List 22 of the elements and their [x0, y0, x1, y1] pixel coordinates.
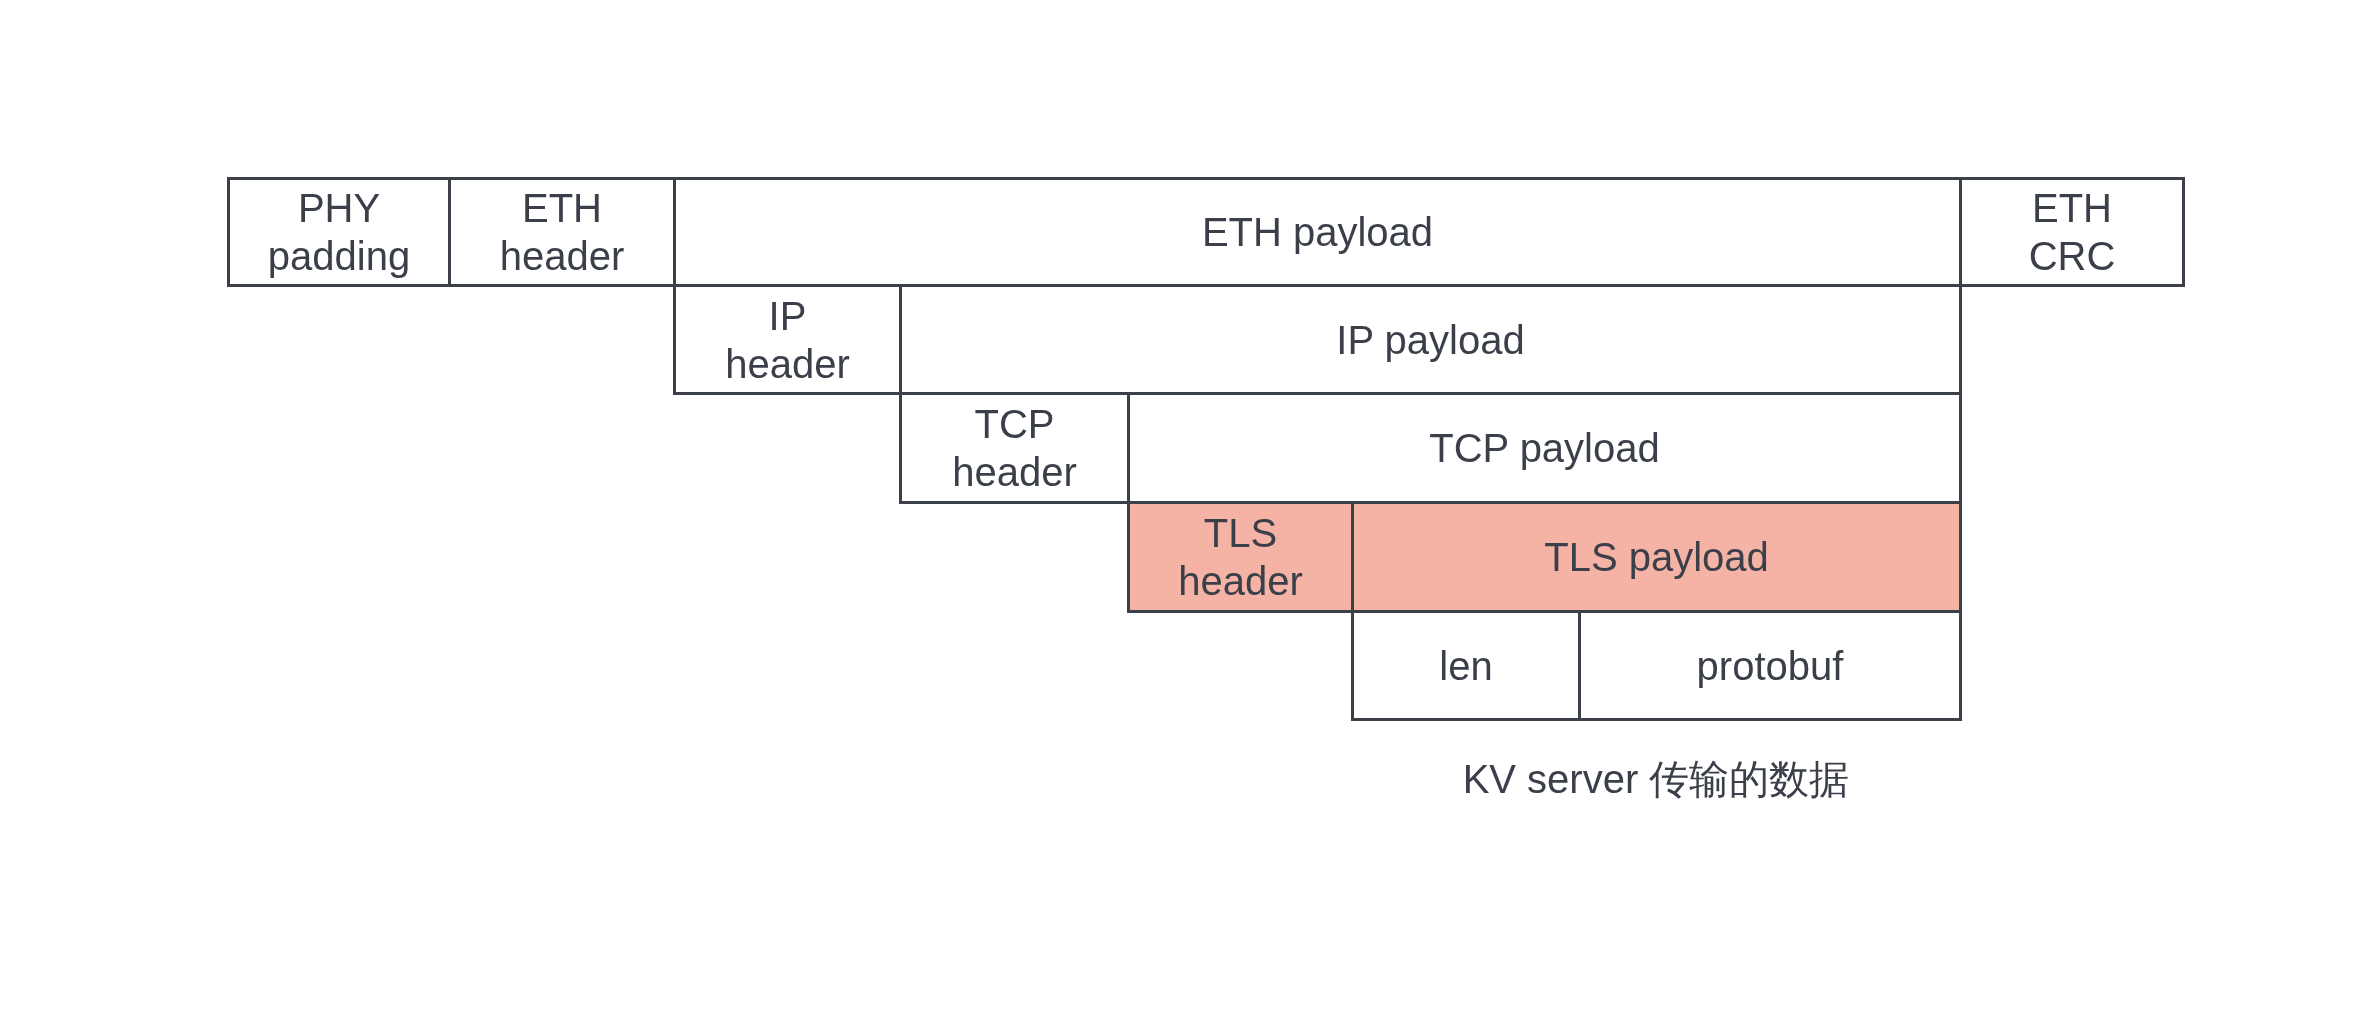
payload-cell — [1351, 501, 1962, 613]
cell-text: protobuf — [1696, 642, 1844, 690]
cell-text: IP payload — [1336, 316, 1525, 364]
header-cell — [448, 177, 676, 287]
caption-text: KV server 传输的数据 — [1461, 756, 1851, 803]
length-field-cell — [1351, 610, 1581, 721]
header-cell — [899, 392, 1130, 504]
cell-text: PHY padding — [267, 185, 411, 280]
protobuf-cell — [1578, 610, 1962, 721]
trailer-cell — [1959, 177, 2185, 287]
header-cell — [1127, 501, 1354, 613]
cell-text: TCP payload — [1429, 425, 1660, 472]
cell-text: TLS header — [1177, 510, 1304, 605]
cell-text: len — [1439, 642, 1493, 690]
cell-text: TLS payload — [1544, 534, 1769, 581]
header-cell — [673, 284, 902, 395]
header-cell — [227, 177, 451, 287]
cell-text: ETH header — [498, 185, 626, 280]
cell-text: IP header — [724, 292, 851, 388]
cell-text: TCP header — [951, 401, 1078, 496]
cell-text: ETH CRC — [2027, 185, 2117, 280]
cell-text: ETH payload — [1201, 209, 1434, 256]
